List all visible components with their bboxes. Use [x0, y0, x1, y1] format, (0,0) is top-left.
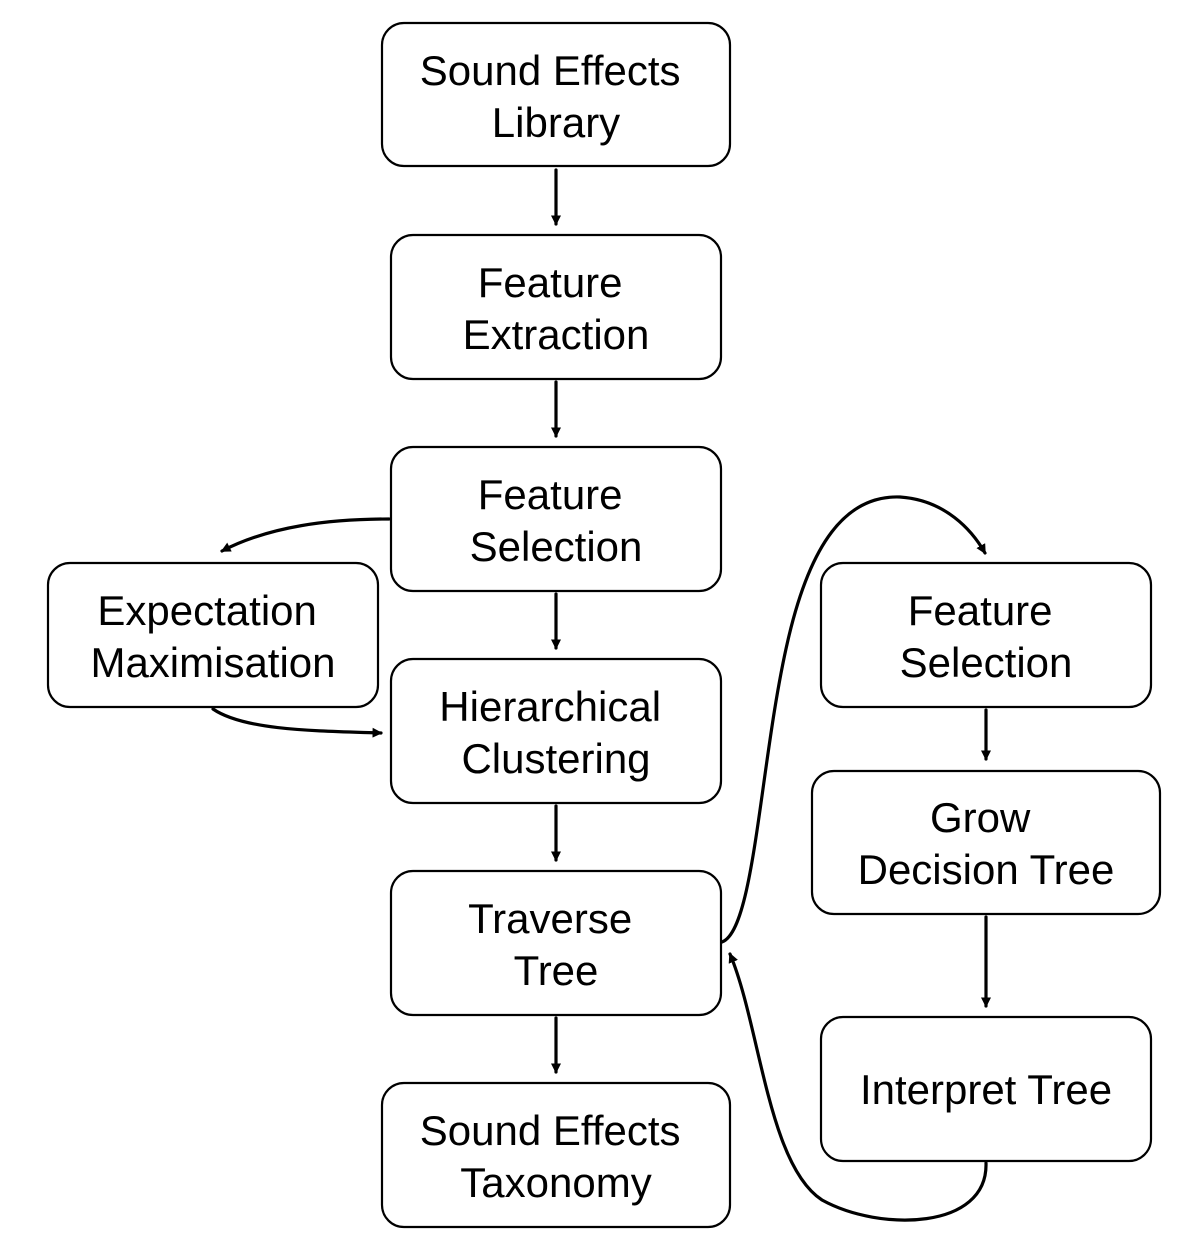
- node-label: Interpret Tree: [860, 1066, 1112, 1113]
- node-sound-effects-library: Sound Effects Library: [380, 21, 732, 168]
- node-feature-selection-side: Feature Selection: [819, 561, 1153, 709]
- node-label-line: Sound Effects: [420, 1107, 681, 1154]
- node-interpret-tree: Interpret Tree: [819, 1015, 1153, 1163]
- node-box: [389, 869, 723, 1017]
- nodes-layer: Sound Effects Library Feature Extraction…: [46, 21, 1162, 1229]
- node-feature-extraction: Feature Extraction: [389, 233, 723, 381]
- node-hierarchical-clustering: Hierarchical Clustering: [389, 657, 723, 805]
- node-label-line: Selection: [900, 639, 1073, 686]
- node-box: [389, 657, 723, 805]
- node-box: [819, 561, 1153, 709]
- node-label-line: Hierarchical: [439, 683, 661, 730]
- node-box: [810, 769, 1162, 916]
- node-label-line: Expectation: [97, 587, 316, 634]
- node-box: [380, 1081, 732, 1229]
- node-label-line: Library: [492, 99, 620, 146]
- node-box: [380, 21, 732, 168]
- node-box: [389, 233, 723, 381]
- node-traverse-tree: Traverse Tree: [389, 869, 723, 1017]
- node-label: Traverse Tree: [468, 895, 644, 994]
- node-label-line: Feature: [478, 471, 623, 518]
- node-label: Feature Selection: [900, 587, 1073, 686]
- node-label: Grow Decision Tree: [858, 794, 1115, 893]
- node-label-line: Maximisation: [90, 639, 335, 686]
- node-label-line: Feature: [478, 259, 623, 306]
- arrow-interpret-to-traverse: [728, 952, 988, 1222]
- node-label-line: Selection: [470, 523, 643, 570]
- node-label: Feature Extraction: [463, 259, 650, 358]
- node-sound-effects-taxonomy: Sound Effects Taxonomy: [380, 1081, 732, 1229]
- node-label-line: Extraction: [463, 311, 650, 358]
- node-label-line: Grow: [930, 794, 1031, 841]
- node-label: Expectation Maximisation: [90, 587, 335, 686]
- arrow-expectation-to-clustering: [211, 707, 383, 738]
- arrow-traverse-to-side-selection: [720, 495, 987, 944]
- edges-layer: [211, 168, 991, 1222]
- node-label-line: Clustering: [461, 735, 650, 782]
- node-label-line: Tree: [514, 947, 599, 994]
- node-label-line: Sound Effects: [420, 47, 681, 94]
- node-label: Hierarchical Clustering: [439, 683, 672, 782]
- node-feature-selection-main: Feature Selection: [389, 445, 723, 593]
- node-box: [46, 561, 380, 709]
- node-box: [819, 1015, 1153, 1163]
- node-label: Feature Selection: [470, 471, 643, 570]
- node-label-line: Decision Tree: [858, 846, 1115, 893]
- node-box: [389, 445, 723, 593]
- node-grow-decision-tree: Grow Decision Tree: [810, 769, 1162, 916]
- arrow-selection-to-expectation: [220, 517, 391, 553]
- node-label: Sound Effects Taxonomy: [420, 1107, 692, 1206]
- node-label-line: Interpret Tree: [860, 1066, 1112, 1113]
- node-label-line: Traverse: [468, 895, 632, 942]
- node-expectation-maximisation: Expectation Maximisation: [46, 561, 380, 709]
- node-label: Sound Effects Library: [420, 47, 692, 146]
- node-label-line: Taxonomy: [460, 1159, 651, 1206]
- node-label-line: Feature: [908, 587, 1053, 634]
